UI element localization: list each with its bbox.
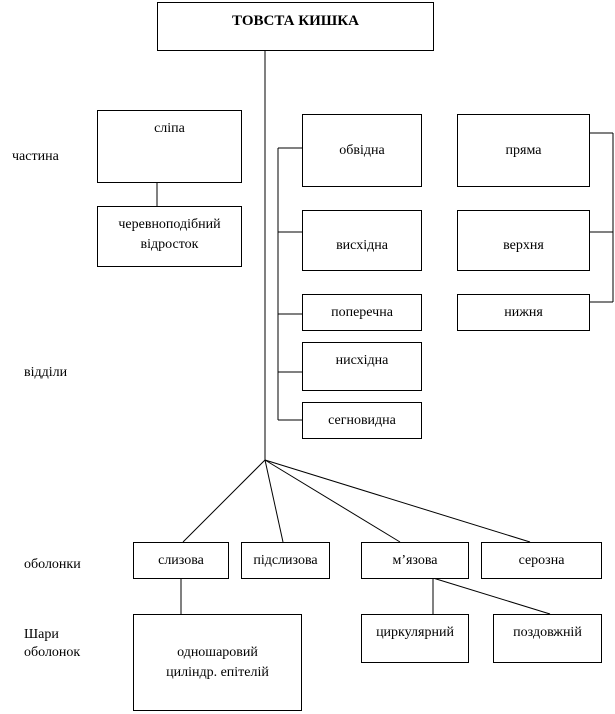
box-cecum: сліпа (97, 110, 242, 183)
fan-submucous (264, 459, 284, 543)
row-label-sections: відділи (24, 365, 68, 380)
box-rectum-upper: верхня (457, 210, 590, 271)
box-colon-descending: нисхідна (302, 342, 422, 391)
fan-mucous (182, 459, 266, 543)
box-appendix: черевноподібний відросток (97, 206, 242, 267)
title-box: ТОВСТА КИШКА (157, 2, 434, 51)
box-epithelium: одношаровий циліндр. епітелій (133, 614, 302, 711)
row-label-membranes: оболонки (24, 557, 81, 572)
muscular-longitudinal-line (432, 577, 551, 615)
box-circular: циркулярний (361, 614, 469, 663)
box-muscular: м’язова (361, 542, 469, 579)
box-colon-encircling: обвідна (302, 114, 422, 187)
box-longitudinal: поздовжній (493, 614, 602, 663)
box-mucous: слизова (133, 542, 229, 579)
fan-serous (264, 459, 531, 543)
fan-muscular (264, 459, 401, 543)
box-rectum-lower: нижня (457, 294, 590, 331)
box-rectum: пряма (457, 114, 590, 187)
row-label-layers: Шари оболонок (24, 627, 81, 660)
box-colon-sigmoid: сегновидна (302, 402, 422, 439)
box-submucous: підслизова (241, 542, 330, 579)
box-serous: серозна (481, 542, 602, 579)
row-label-parts: частина (12, 149, 59, 164)
box-colon-transverse: поперечна (302, 294, 422, 331)
box-colon-ascending: висхідна (302, 210, 422, 271)
title-text: ТОВСТА КИШКА (232, 13, 359, 29)
